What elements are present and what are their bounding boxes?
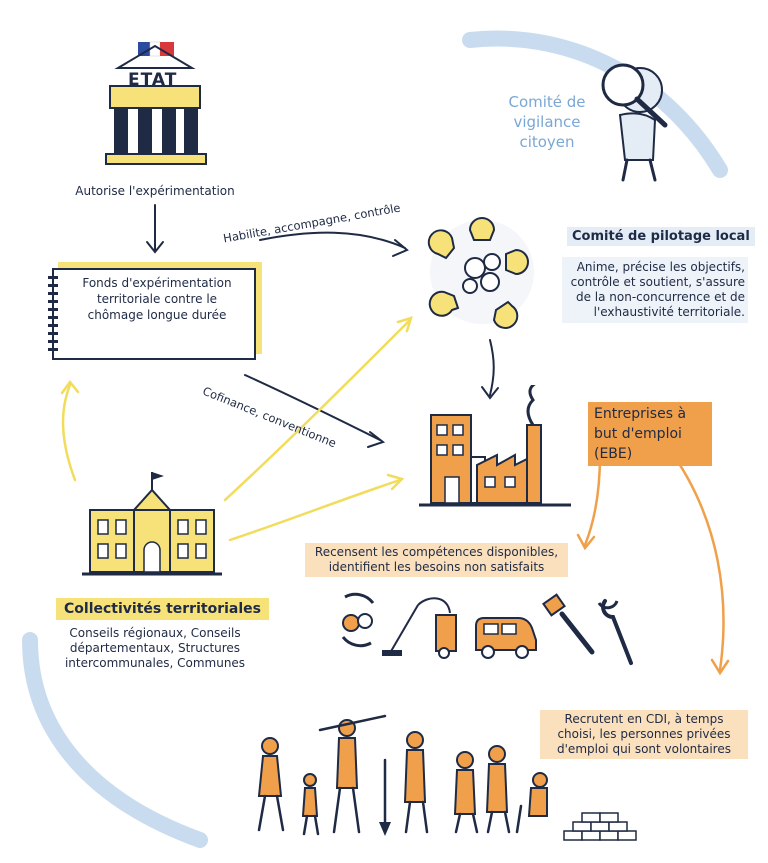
etat-caption: Autorise l'expérimentation [75,184,235,198]
government-building-icon [100,40,210,170]
collectivites-items: Conseils régionaux, Conseils département… [64,626,246,670]
comite-vigilance-title: Comité de vigilance citoyen [508,93,586,151]
yellow-arrow-to-fonds [61,383,77,482]
van-icon [470,612,540,662]
habilite-arrow [259,231,406,249]
factory-icon [415,380,575,510]
comite-pilotage-title: Comité de pilotage local [567,227,755,246]
orange-arrow-recrutent [668,448,725,672]
vigilance-arc [462,30,728,178]
recrutent-text: Recrutent en CDI, à temps choisi, les pe… [540,710,748,759]
bottom-left-arc [22,632,208,848]
yellow-arrow-to-ebe [228,478,402,542]
fonds-notebook [48,268,256,360]
collectivites-title: Collectivités territoriales [56,598,269,620]
notebook-spiral [48,276,58,352]
paintbrush-icon [540,590,600,660]
wrench-icon [595,595,640,670]
vacuum-icon [378,595,463,660]
yellow-arrow-to-pilotage [223,318,412,502]
magnifier-person-icon [595,55,705,185]
town-hall-icon [82,470,222,580]
ebe-title: Entreprises à but d'emploi (EBE) [588,402,712,466]
bricks-icon [560,805,640,843]
recycle-apple-icon [335,585,380,660]
fonds-text: Fonds d'expérimentation territoriale con… [82,276,232,322]
comite-pilotage-description: Anime, précise les objectifs, contrôle e… [562,257,748,323]
recensent-text: Recensent les compétences disponibles, i… [305,543,568,577]
orange-arrow-recensent [583,453,602,547]
etat-label: ETAT [128,70,178,90]
gears-people-icon [420,210,545,335]
workers-icon [235,710,555,840]
pilotage-down-arrow [489,339,495,396]
